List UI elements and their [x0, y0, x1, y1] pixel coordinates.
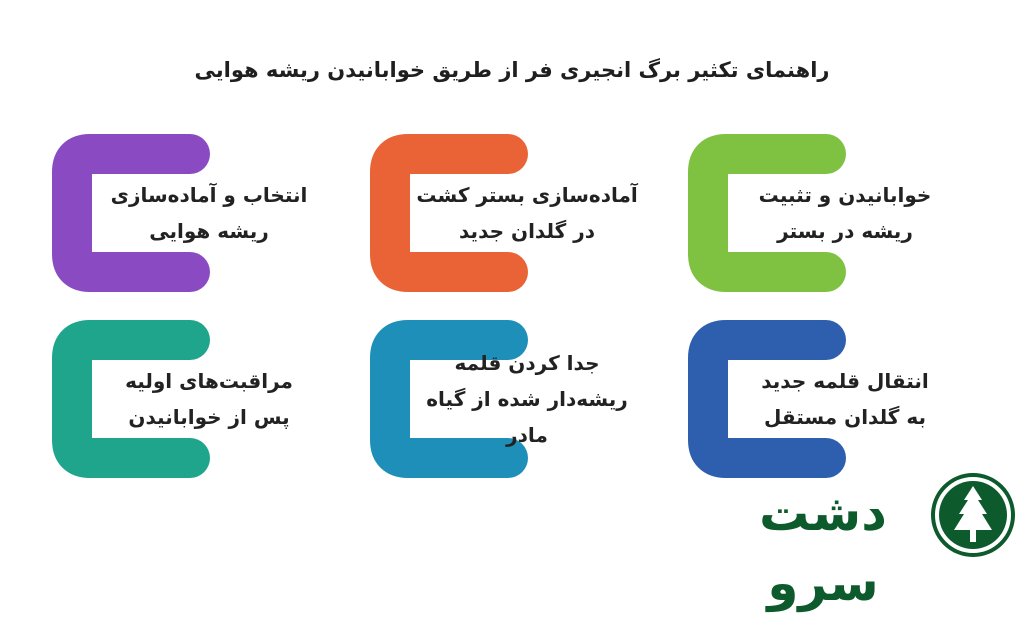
step-card-select-root: انتخاب و آماده‌سازی ریشه هوایی [52, 134, 322, 292]
card-line-2: در گلدان جدید [459, 219, 596, 243]
card-bracket-icon [370, 134, 528, 292]
card-line-2: به گلدان مستقل [764, 405, 926, 429]
step-card-transfer: انتقال قلمه جدید به گلدان مستقل [688, 320, 958, 478]
card-bracket-icon [370, 320, 528, 478]
card-bracket-icon [688, 134, 846, 292]
step-card-prepare-bed: آماده‌سازی بستر کشت در گلدان جدید [370, 134, 640, 292]
card-line-2: ریشه‌دار شده از گیاه مادر [426, 387, 628, 447]
card-bracket-icon [52, 134, 210, 292]
card-line-1: انتخاب و آماده‌سازی [110, 183, 308, 207]
step-card-layering: خوابانیدن و تثبیت ریشه در بستر [688, 134, 958, 292]
card-line-1: مراقبت‌های اولیه [125, 369, 293, 393]
logo-text: دشت سرو [759, 484, 887, 612]
card-line-1: آماده‌سازی بستر کشت [416, 183, 638, 207]
card-line-2: پس از خوابانیدن [128, 405, 290, 429]
tree-icon [931, 473, 1015, 557]
card-line-1: جدا کردن قلمه [454, 351, 600, 375]
card-bracket-icon [688, 320, 846, 478]
card-line-1: خوابانیدن و تثبیت [758, 183, 932, 207]
card-bracket-icon [52, 320, 210, 478]
brand-logo: دشت سرو [712, 472, 1022, 612]
page-title: راهنمای تکثیر برگ انجیری فر از طریق خواب… [194, 58, 830, 82]
step-card-initial-care: مراقبت‌های اولیه پس از خوابانیدن [52, 320, 322, 478]
card-line-2: ریشه در بستر [777, 219, 913, 243]
card-line-1: انتقال قلمه جدید [761, 369, 929, 393]
step-card-separate-cutting: جدا کردن قلمه ریشه‌دار شده از گیاه مادر [370, 320, 640, 478]
card-line-2: ریشه هوایی [149, 219, 269, 243]
